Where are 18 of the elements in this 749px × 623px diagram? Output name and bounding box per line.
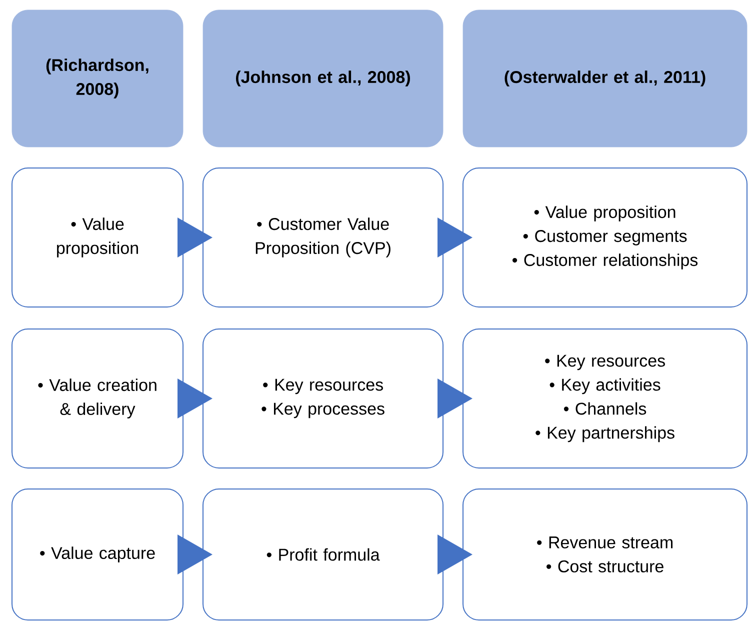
header-box: (Richardson, 2008) xyxy=(12,10,184,148)
process-box: • Value proposition • Customer segments • Customer relationships xyxy=(462,168,748,308)
process-box: • Key resources • Key processes xyxy=(202,328,444,468)
arrow xyxy=(178,218,212,258)
process-box: • Revenue stream • Cost structure xyxy=(462,488,748,620)
process-box: • Value capture xyxy=(12,488,184,620)
arrow xyxy=(438,378,472,418)
process-box: • Key resources • Key activities • Channels • Key partnerships xyxy=(462,328,748,468)
process-box: • Customer Value Proposition (CVP) xyxy=(202,168,444,308)
arrow xyxy=(178,378,212,418)
header-box: (Osterwalder et al., 2011) xyxy=(462,10,748,148)
process-box: • Value creation & delivery xyxy=(12,328,184,468)
arrow xyxy=(438,534,472,574)
arrow xyxy=(438,218,472,258)
header-box: (Johnson et al., 2008) xyxy=(202,10,444,148)
process-box: • Profit formula xyxy=(202,488,444,620)
arrow xyxy=(178,534,212,574)
process-box: • Value proposition xyxy=(12,168,184,308)
